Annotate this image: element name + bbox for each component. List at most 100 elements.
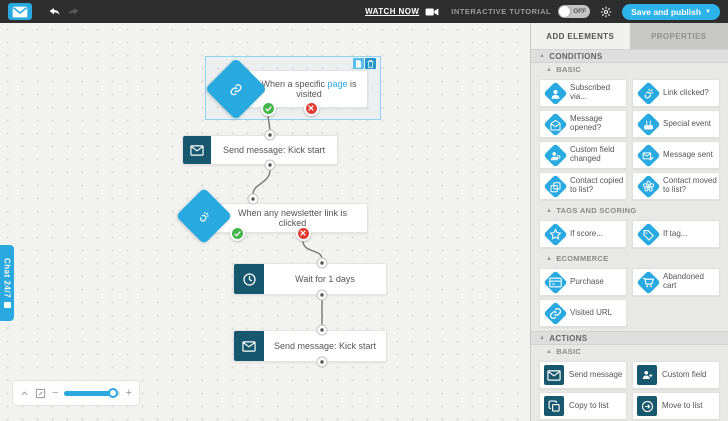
element-label: Abandoned cart <box>663 272 704 290</box>
no-badge[interactable] <box>303 100 319 116</box>
link-icon <box>549 307 562 320</box>
element-copy-to-list[interactable]: Copy to list <box>539 392 627 420</box>
element-send-message[interactable]: Send message <box>539 361 627 389</box>
element-label: Move to list <box>662 400 703 410</box>
x-icon <box>307 104 315 112</box>
element-special-event[interactable]: Special event <box>632 110 720 138</box>
element-link-clicked[interactable]: Link clicked? <box>632 79 720 107</box>
watch-now-link[interactable]: WATCH NOW <box>365 7 420 16</box>
group-title: TAGS AND SCORING <box>556 206 637 215</box>
element-label: Custom field changed <box>570 145 615 163</box>
element-label: Link clicked? <box>663 87 709 97</box>
element-grid: If score... If tag... <box>531 217 728 252</box>
element-custom-field[interactable]: Custom field <box>632 361 720 389</box>
collapse-triangle-icon: ▲ <box>546 207 553 214</box>
element-visited-url[interactable]: Visited URL <box>539 299 627 327</box>
mail-icon <box>544 365 564 385</box>
yes-badge[interactable] <box>260 100 276 116</box>
connector-line <box>302 240 323 260</box>
yes-badge[interactable] <box>229 225 245 241</box>
no-badge[interactable] <box>295 225 311 241</box>
duplicate-node-button[interactable] <box>353 58 364 69</box>
copy-contact-icon <box>549 180 561 192</box>
zoom-slider[interactable] <box>64 388 120 398</box>
zoom-out-button[interactable]: − <box>52 386 59 399</box>
zoom-controls: − + <box>12 380 140 406</box>
node-label: When any newsletter link is clicked <box>237 207 348 228</box>
delete-node-button[interactable] <box>365 58 376 69</box>
move-icon <box>637 396 657 416</box>
element-label: Custom field <box>662 369 707 379</box>
purchase-icon <box>548 277 562 288</box>
workflow-node-2[interactable]: Send message: Kick start <box>182 135 338 165</box>
group-title: BASIC <box>556 347 582 356</box>
element-contact-copied-to-list[interactable]: Contact copied to list? <box>539 172 627 200</box>
element-message-opened[interactable]: Message opened? <box>539 110 627 138</box>
redo-button[interactable] <box>64 4 82 20</box>
element-label: Message opened? <box>570 114 603 132</box>
tag-icon <box>642 228 654 240</box>
collapse-triangle-icon: ▲ <box>546 348 553 355</box>
element-if-tag[interactable]: If tag... <box>632 220 720 248</box>
user-icon <box>549 87 561 99</box>
element-subscribed-via[interactable]: Subscribed via... <box>539 79 627 107</box>
workflow-node-5[interactable]: Send message: Kick start <box>233 330 387 362</box>
chat-tab-label: Chat 24/7 <box>2 257 12 299</box>
element-label: Copy to list <box>569 400 609 410</box>
element-label: Purchase <box>570 276 604 286</box>
condition-diamond[interactable] <box>175 187 233 245</box>
section-header-conditions[interactable]: ▲CONDITIONS <box>531 49 728 63</box>
duplicate-icon <box>355 59 362 68</box>
toggle-state-label: OFF <box>573 8 587 15</box>
undo-button[interactable] <box>46 4 64 20</box>
video-camera-icon <box>425 7 439 17</box>
condition-diamond[interactable] <box>204 57 268 121</box>
workflow-node-4[interactable]: Wait for 1 days <box>233 263 387 295</box>
page-link[interactable]: page <box>327 78 348 89</box>
element-label: Message sent <box>663 149 713 159</box>
gear-icon[interactable] <box>600 6 612 18</box>
element-purchase[interactable]: Purchase <box>539 268 627 296</box>
link-icon <box>230 83 243 96</box>
element-abandoned-cart[interactable]: Abandoned cart <box>632 268 720 296</box>
zoom-in-button[interactable]: + <box>125 386 132 399</box>
element-move-to-list[interactable]: Move to list <box>632 392 720 420</box>
group-header-basic[interactable]: ▲BASIC <box>531 63 728 76</box>
envelope-logo-icon <box>12 6 28 18</box>
app-logo[interactable] <box>8 3 32 20</box>
top-bar: WATCH NOW INTERACTIVE TUTORIAL OFF Save … <box>0 0 728 23</box>
fit-to-screen-icon[interactable] <box>35 388 46 399</box>
group-title: BASIC <box>556 65 582 74</box>
element-label: Subscribed via... <box>570 83 611 101</box>
element-custom-field-changed[interactable]: Custom field changed <box>539 141 627 169</box>
group-header-ecommerce[interactable]: ▲ECOMMERCE <box>531 252 728 265</box>
zoom-slider-handle[interactable] <box>107 388 118 398</box>
element-label: Send message <box>569 369 623 379</box>
chat-tab[interactable]: Chat 24/7 <box>0 245 14 321</box>
collapse-panel-icon[interactable] <box>20 389 29 398</box>
interactive-tutorial-label: INTERACTIVE TUTORIAL <box>451 7 552 16</box>
element-label: Contact moved to list? <box>663 176 717 194</box>
section-header-actions[interactable]: ▲ACTIONS <box>531 331 728 345</box>
element-grid: Subscribed via... Link clicked? Message op… <box>531 76 728 204</box>
element-message-sent[interactable]: Message sent <box>632 141 720 169</box>
group-header-basic[interactable]: ▲BASIC <box>531 345 728 358</box>
mail-icon <box>234 331 264 361</box>
element-label: Special event <box>663 118 712 128</box>
element-label: If score... <box>570 228 603 238</box>
save-and-publish-button[interactable]: Save and publish ▼ <box>622 3 720 20</box>
check-icon <box>264 104 273 113</box>
link-click-icon <box>642 87 655 100</box>
element-contact-moved-to-list[interactable]: Contact moved to list? <box>632 172 720 200</box>
copy-icon <box>544 396 564 416</box>
group-header-tags-and-scoring[interactable]: ▲TAGS AND SCORING <box>531 204 728 217</box>
node-label: Send message: Kick start <box>273 340 377 351</box>
section-title: ACTIONS <box>549 333 588 343</box>
element-if-score[interactable]: If score... <box>539 220 627 248</box>
tutorial-toggle[interactable]: OFF <box>558 5 591 18</box>
sidebar-tab-properties[interactable]: PROPERTIES <box>629 23 728 49</box>
sidebar-tab-add-elements[interactable]: ADD ELEMENTS <box>531 23 630 49</box>
star-icon <box>548 227 562 241</box>
